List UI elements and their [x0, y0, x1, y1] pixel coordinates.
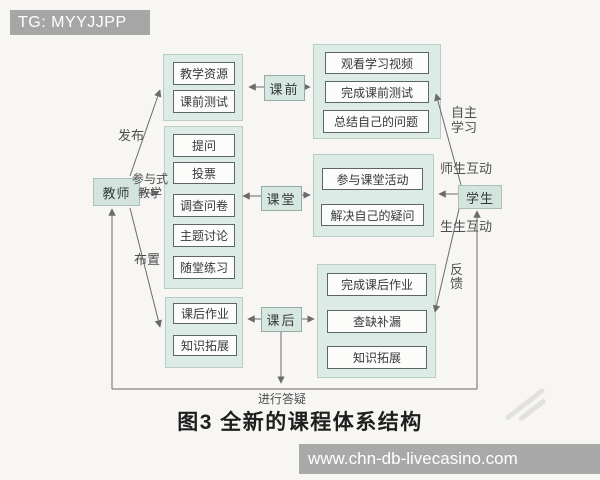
- edge-assign: [129, 207, 162, 328]
- edge-self-study: [434, 93, 462, 186]
- edge-feedback: [432, 208, 460, 313]
- node-survey: 调查问卷: [173, 194, 235, 217]
- node-pre-class-test: 课前测试: [173, 90, 235, 113]
- node-knowledge-expansion-right: 知识拓展: [327, 346, 427, 369]
- label-self-study: 自主 学习: [451, 105, 478, 135]
- node-homework: 课后作业: [173, 303, 237, 324]
- node-vote: 投票: [173, 162, 235, 184]
- node-fill-gaps: 查缺补漏: [327, 310, 427, 333]
- node-topic-discussion: 主题讨论: [173, 224, 235, 247]
- node-solve-doubts: 解决自己的疑问: [321, 204, 424, 226]
- label-qa: 进行答疑: [258, 392, 307, 406]
- figure-caption: 图3 全新的课程体系结构: [177, 411, 423, 434]
- node-complete-homework: 完成课后作业: [327, 273, 427, 296]
- node-teacher: 教师: [93, 178, 140, 206]
- phase-pre-class: 课前: [264, 75, 305, 101]
- node-watch-videos: 观看学习视频: [325, 52, 429, 74]
- phase-after-class: 课后: [261, 307, 302, 332]
- node-complete-pretest: 完成课前测试: [325, 81, 429, 103]
- label-teacher-student-interaction: 师生互动: [440, 161, 493, 176]
- label-publish: 发布: [118, 128, 145, 143]
- edge-publish: [129, 89, 162, 177]
- node-teaching-resources: 教学资源: [173, 62, 235, 85]
- node-participate-activities: 参与课堂活动: [322, 168, 423, 190]
- node-in-class-exercise: 随堂练习: [173, 256, 235, 279]
- label-participatory-teaching: 参与式 教学: [131, 172, 168, 200]
- site-watermark-bar: www.chn-db-livecasino.com: [299, 444, 600, 474]
- phase-in-class: 课堂: [261, 186, 302, 211]
- node-question: 提问: [173, 134, 235, 157]
- node-knowledge-expansion-left: 知识拓展: [173, 335, 237, 356]
- node-summarize-problems: 总结自己的问题: [323, 110, 429, 133]
- label-feedback: 反 馈: [450, 262, 464, 291]
- site-url: www.chn-db-livecasino.com: [308, 449, 518, 468]
- label-assign: 布置: [134, 252, 161, 267]
- node-student: 学生: [458, 185, 502, 209]
- label-student-student-interaction: 生生互动: [440, 219, 493, 234]
- telegram-watermark-badge: TG: MYYJJPP: [10, 10, 150, 35]
